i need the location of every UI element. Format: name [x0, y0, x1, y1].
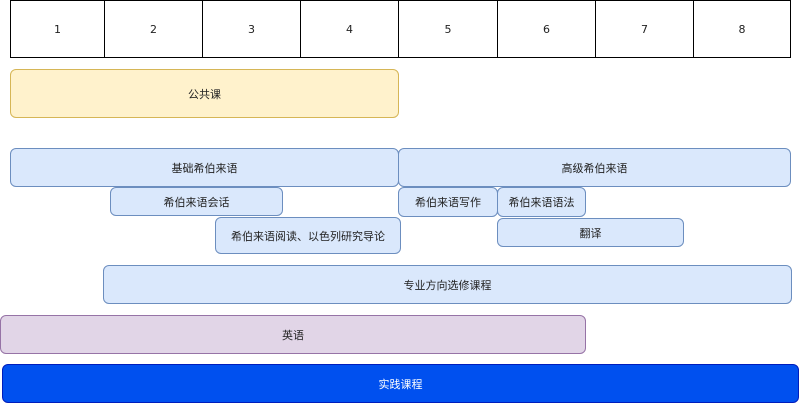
- semester-6: 6: [497, 0, 596, 58]
- semester-1: 1: [10, 0, 105, 58]
- hebrew-reading: 希伯来语阅读、以色列研究导论: [215, 217, 401, 254]
- hebrew-grammar: 希伯来语语法: [497, 187, 586, 217]
- semester-7: 7: [595, 0, 694, 58]
- translation: 翻译: [497, 218, 684, 247]
- semester-3: 3: [202, 0, 301, 58]
- semester-4: 4: [300, 0, 399, 58]
- hebrew-conversation: 希伯来语会话: [110, 187, 283, 216]
- hebrew-writing: 希伯来语写作: [398, 187, 498, 217]
- semester-5: 5: [398, 0, 498, 58]
- english: 英语: [0, 315, 586, 354]
- advanced-hebrew: 高级希伯来语: [398, 148, 791, 187]
- practice-course: 实践课程: [2, 364, 799, 403]
- semester-2: 2: [104, 0, 203, 58]
- public-course: 公共课: [10, 69, 399, 118]
- semester-8: 8: [693, 0, 791, 58]
- basic-hebrew: 基础希伯来语: [10, 148, 399, 187]
- electives: 专业方向选修课程: [103, 265, 792, 304]
